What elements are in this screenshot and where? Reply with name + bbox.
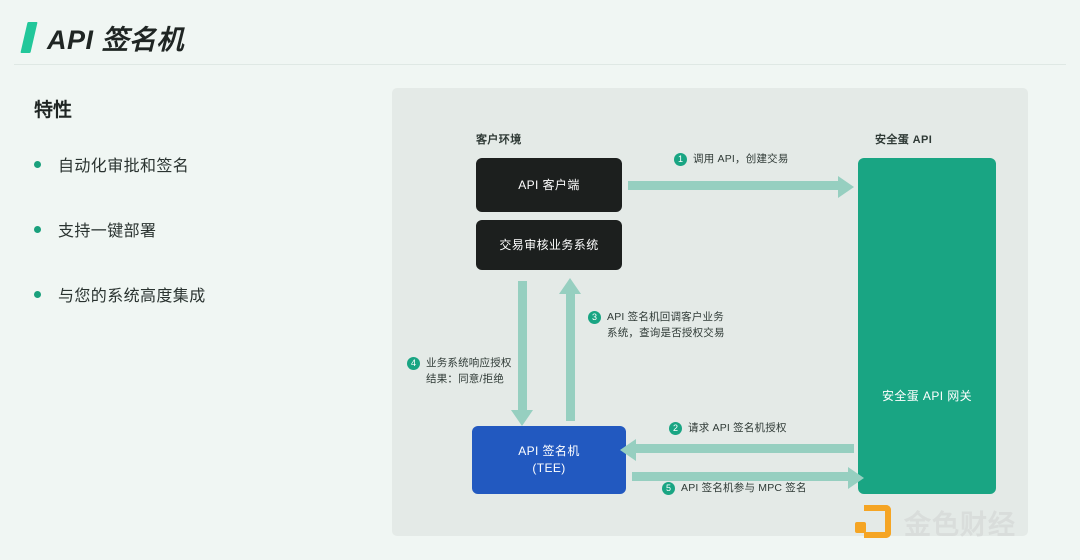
flow-1-arrow-shaft	[628, 181, 840, 190]
node-api-client: API 客户端	[476, 158, 622, 212]
flow-4-text: 业务系统响应授权 结果：同意/拒绝	[426, 357, 512, 385]
flow-4-label: 4 业务系统响应授权 结果：同意/拒绝	[407, 356, 512, 388]
flow-3-arrow-head-icon	[559, 278, 581, 294]
column-header-client: 客户环境	[476, 134, 522, 146]
node-api-client-label: API 客户端	[518, 177, 580, 192]
accent-slash-icon	[20, 22, 38, 53]
flow-1-text: 调用 API，创建交易	[693, 153, 789, 165]
step-badge: 2	[669, 422, 682, 435]
features-heading: 特性	[34, 100, 73, 121]
flow-4-arrow-shaft	[518, 281, 527, 413]
flow-3-label: 3 API 签名机回调客户业务 系统，查询是否授权交易	[588, 310, 725, 342]
step-badge: 3	[588, 311, 601, 324]
flow-1-arrow-head-icon	[838, 176, 854, 198]
feature-label: 自动化审批和签名	[58, 158, 190, 175]
flow-5-arrow-head-icon	[848, 467, 864, 489]
flow-1-label: 1 调用 API，创建交易	[674, 152, 789, 168]
flow-5-text: API 签名机参与 MPC 签名	[681, 482, 807, 494]
node-audit-system: 交易审核业务系统	[476, 220, 622, 270]
feature-label: 支持一键部署	[58, 223, 157, 240]
flow-5-label: 5 API 签名机参与 MPC 签名	[662, 481, 807, 497]
header-divider	[14, 64, 1066, 65]
flow-5-arrow-shaft	[632, 472, 850, 481]
node-api-signer-label-line1: API 签名机	[518, 444, 580, 459]
page-header: API 签名机	[0, 0, 1080, 66]
flow-3-arrow-shaft	[566, 293, 575, 421]
list-item: 支持一键部署	[34, 217, 364, 241]
column-header-secure: 安全蛋 API	[875, 134, 933, 146]
node-api-signer: API 签名机 (TEE)	[472, 426, 626, 494]
title-wrap: API 签名机	[20, 18, 185, 57]
step-badge: 4	[407, 357, 420, 370]
flow-3-text: API 签名机回调客户业务 系统，查询是否授权交易	[607, 311, 725, 339]
watermark: 金色财经	[855, 503, 1016, 542]
list-item: 自动化审批和签名	[34, 152, 364, 176]
node-audit-system-label: 交易审核业务系统	[499, 237, 599, 252]
brand-logo-icon	[855, 504, 891, 541]
features-section: 特性 自动化审批和签名 支持一键部署 与您的系统高度集成	[34, 95, 364, 347]
list-item: 与您的系统高度集成	[34, 282, 364, 306]
node-api-gateway: 安全蛋 API 网关	[858, 158, 996, 494]
bullet-dot-icon	[34, 160, 41, 168]
feature-label: 与您的系统高度集成	[58, 288, 206, 305]
bullet-dot-icon	[34, 225, 41, 233]
flow-2-text: 请求 API 签名机授权	[688, 422, 787, 434]
step-badge: 5	[662, 482, 675, 495]
flow-2-label: 2 请求 API 签名机授权	[669, 421, 787, 437]
step-badge: 1	[674, 153, 687, 166]
architecture-diagram: 客户环境 安全蛋 API API 客户端 交易审核业务系统 API 签名机 (T…	[392, 88, 1028, 536]
flow-2-arrow-shaft	[636, 444, 854, 453]
node-api-gateway-label: 安全蛋 API 网关	[881, 389, 972, 403]
page-title: API 签名机	[47, 25, 185, 55]
flow-4-arrow-head-icon	[511, 410, 533, 426]
watermark-text: 金色财经	[904, 510, 1016, 540]
flow-2-arrow-head-icon	[620, 439, 636, 461]
bullet-dot-icon	[34, 290, 41, 298]
node-api-signer-label-line2: (TEE)	[532, 461, 566, 475]
